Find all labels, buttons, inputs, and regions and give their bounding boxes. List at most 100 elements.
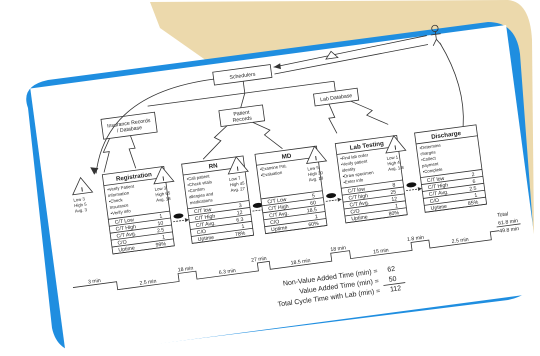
inventory-stat: High 45 xyxy=(229,180,245,187)
timeline-process: 2.5 min xyxy=(451,237,469,245)
metric-divider xyxy=(264,218,327,228)
metric-divider xyxy=(111,238,174,248)
metric-divider xyxy=(111,231,173,241)
process-task: •Confirm xyxy=(188,186,205,193)
connector xyxy=(240,93,246,108)
inventory-stat: High 30 xyxy=(308,170,324,177)
metric-value: 1 xyxy=(162,234,166,240)
metric-value: 1 xyxy=(315,214,319,220)
metric-value: 80% xyxy=(388,210,399,217)
push-arrow-icon xyxy=(173,213,190,223)
metric-divider xyxy=(110,224,172,234)
total-divider xyxy=(496,223,521,228)
process-task: Insurance xyxy=(109,202,129,210)
process-task: •Check vitals xyxy=(187,179,212,187)
process-task: •Find lab order xyxy=(340,152,369,161)
metric-label: Uptime xyxy=(430,204,447,212)
metric-divider xyxy=(188,207,251,217)
metric-divider xyxy=(343,193,405,203)
metric-label: C/T High xyxy=(115,224,136,233)
metric-divider xyxy=(424,196,486,206)
metric-label: C/T Avg. xyxy=(196,221,216,230)
metric-label: C/T High xyxy=(195,214,216,223)
process-task: •Complete xyxy=(422,167,443,175)
metric-value: 1 xyxy=(159,214,163,220)
inventory-stat: Low 3 xyxy=(73,196,86,203)
process-title: Lab Testing xyxy=(349,140,384,151)
electronic-flow-icon xyxy=(128,135,137,169)
process-task: •Collect xyxy=(421,155,437,162)
metric-divider xyxy=(191,227,253,237)
metric-divider xyxy=(425,203,487,213)
insurance-label: Insurance Records/ Database xyxy=(107,118,152,136)
push-arrow-icon xyxy=(406,182,422,192)
arrow-head-icon xyxy=(273,63,281,70)
timeline-wait: 18 min xyxy=(177,265,193,273)
metric-divider xyxy=(344,207,407,217)
timeline-process: 6.3 min xyxy=(218,268,236,276)
push-arrow-icon xyxy=(325,193,342,202)
metric-label: C/T low xyxy=(347,186,365,194)
inventory-stat: Low 7 xyxy=(229,175,242,182)
metric-divider xyxy=(421,175,483,185)
metric-divider xyxy=(342,186,404,196)
process-divider xyxy=(187,200,250,210)
process-task: medications xyxy=(189,197,212,205)
metric-value: 8 xyxy=(392,182,396,188)
process-task: charges xyxy=(420,149,436,156)
inventory-letter: I xyxy=(162,176,165,183)
schedulers-label: Schedulers xyxy=(229,72,256,81)
metric-value: 2.5 xyxy=(469,186,477,193)
metric-value: 3 xyxy=(238,203,242,209)
inventory-stat: Avg. 18 xyxy=(309,175,325,182)
metric-value: 99% xyxy=(155,241,166,248)
process-box-5: Discharge•Determinecharges•Collectpaymen… xyxy=(414,124,488,213)
process-divider xyxy=(420,169,483,179)
metric-value: 60 xyxy=(310,200,317,207)
process-box-2: RN•Call patient•Check vitals•Confirmalle… xyxy=(181,155,255,244)
metric-value: 6.3 xyxy=(236,217,244,224)
metric-value: 5 xyxy=(312,193,316,199)
process-divider xyxy=(260,190,323,200)
metric-value: 12 xyxy=(391,196,398,203)
timeline-process: 18.5 min xyxy=(290,258,311,267)
process-task: •Determine xyxy=(419,143,441,151)
inventory-stat: Low 1 xyxy=(386,154,399,161)
electronic-flow-icon xyxy=(102,138,110,173)
metric-value: 10 xyxy=(157,220,164,227)
summary-value-nva: 62 xyxy=(387,266,396,274)
timeline-total-label: Total xyxy=(497,211,509,218)
connector xyxy=(333,81,336,92)
metric-value: 78% xyxy=(235,231,246,238)
electronic-flow-icon xyxy=(252,121,283,149)
process-title: MD xyxy=(281,152,292,160)
metric-divider xyxy=(422,182,484,192)
arrow-head-icon-2 xyxy=(90,167,99,175)
process-title: Registration xyxy=(116,171,153,183)
process-box-1: Registration•Verify Patientinformation•C… xyxy=(101,166,175,255)
process-task: •Check xyxy=(109,197,124,204)
inventory-letter: I xyxy=(315,155,318,162)
inventory-stat: Avg. 18 xyxy=(156,196,172,203)
metric-label: C/T Avg. xyxy=(116,231,136,240)
process-task: •Evaluation xyxy=(260,170,283,178)
metric-divider xyxy=(190,220,252,230)
metric-label: C/T Avg. xyxy=(269,211,289,220)
sum-underline xyxy=(383,282,406,286)
process-divider xyxy=(108,210,170,220)
metric-divider xyxy=(112,245,175,255)
metric-label: C/T High xyxy=(428,182,449,191)
patient-records-label: PatientRecords xyxy=(232,109,253,124)
metric-divider xyxy=(345,214,408,224)
process-task: allergies and xyxy=(189,191,214,199)
inventory-stat: High 65 xyxy=(155,190,171,197)
metric-label: Uptime xyxy=(118,245,135,253)
inventory-stat: Avg. 3 xyxy=(75,207,88,214)
timeline-wait: 27 min xyxy=(251,256,267,264)
process-divider xyxy=(103,176,166,186)
